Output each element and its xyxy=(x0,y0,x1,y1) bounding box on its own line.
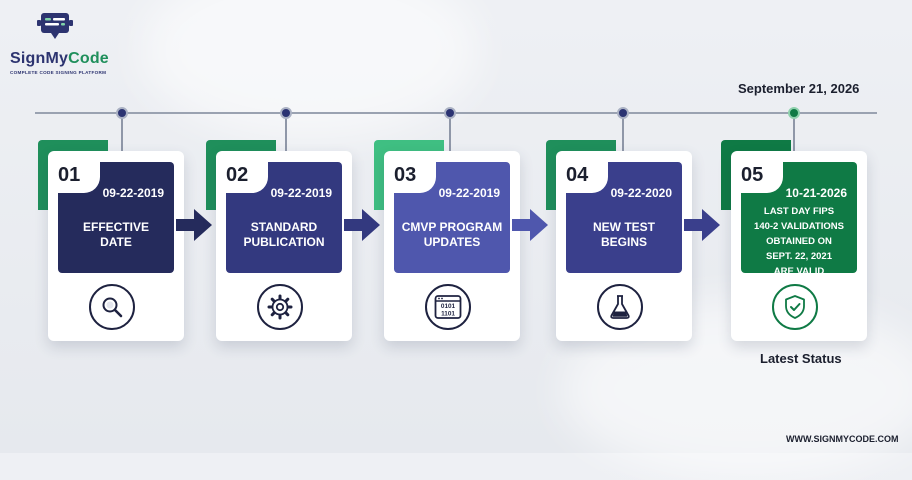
brand-name: SignMyCode xyxy=(10,50,109,67)
card-body: 03 09-22-2019 CMVP PROGRAM UPDATES 0101 … xyxy=(384,151,520,341)
timeline-marker xyxy=(116,107,128,119)
timeline-marker xyxy=(617,107,629,119)
step-title-line: NEW TEST xyxy=(593,220,655,234)
step-panel: 02 09-22-2019 STANDARD PUBLICATION xyxy=(224,161,342,273)
timeline-marker-current xyxy=(788,107,800,119)
step-date: 09-22-2019 xyxy=(102,186,164,200)
binary-text: 1101 xyxy=(441,311,455,318)
flask-icon xyxy=(597,284,643,330)
timeline-end-date: September 21, 2026 xyxy=(738,81,860,96)
timeline-connector xyxy=(449,113,451,153)
timeline-marker xyxy=(280,107,292,119)
website-link[interactable]: WWW.SIGNMYCODE.COM xyxy=(786,434,899,444)
step-title-line: LAST DAY FIPS xyxy=(763,206,835,217)
arrow-right-icon xyxy=(176,209,212,241)
binary-code-icon: 0101 1101 xyxy=(425,284,471,330)
card-body: 02 09-22-2019 STANDARD PUBLICATION xyxy=(216,151,352,341)
step-card-5[interactable]: 05 10-21-2026 LAST DAY FIPS 140-2 VALIDA… xyxy=(721,140,881,345)
step-date: 10-21-2026 xyxy=(785,186,847,200)
binary-text: 0101 xyxy=(441,303,456,310)
background-glow xyxy=(140,0,480,140)
arrow-right-icon xyxy=(512,209,548,241)
card-body: 04 09-22-2020 NEW TEST BEGINS xyxy=(556,151,692,341)
step-card-1[interactable]: 01 09-22-2019 EFFECTIVE DATE xyxy=(38,140,198,345)
step-number-tab: 03 xyxy=(392,161,436,193)
code-signature-logo-icon xyxy=(37,13,73,39)
step-number-tab: 04 xyxy=(564,161,608,193)
step-panel: 04 09-22-2020 NEW TEST BEGINS xyxy=(564,161,682,273)
step-panel: 03 09-22-2019 CMVP PROGRAM UPDATES xyxy=(392,161,510,273)
timeline-connector xyxy=(622,113,624,153)
brand-tagline: COMPLETE CODE SIGNING PLATFORM xyxy=(10,70,107,75)
step-title-line: BEGINS xyxy=(600,235,647,249)
step-number-tab: 02 xyxy=(224,161,268,193)
step-title-line: EFFECTIVE xyxy=(82,220,149,234)
latest-status-label: Latest Status xyxy=(760,351,842,366)
step-number: 02 xyxy=(226,164,249,186)
arrow-right-icon xyxy=(684,209,720,241)
step-card-4[interactable]: 04 09-22-2020 NEW TEST BEGINS xyxy=(546,140,706,345)
step-number: 05 xyxy=(741,164,764,186)
step-title: CMVP PROGRAM UPDATES xyxy=(394,220,510,250)
step-title: STANDARD PUBLICATION xyxy=(226,220,342,250)
magnifier-icon xyxy=(89,284,135,330)
step-title-line: DATE xyxy=(100,235,132,249)
step-number: 03 xyxy=(394,164,417,186)
step-number: 04 xyxy=(566,164,589,186)
step-title: EFFECTIVE DATE xyxy=(58,220,174,250)
step-card-3[interactable]: 03 09-22-2019 CMVP PROGRAM UPDATES 0101 … xyxy=(374,140,534,345)
timeline-connector xyxy=(285,113,287,153)
timeline-connector xyxy=(121,113,123,153)
card-body: 05 10-21-2026 LAST DAY FIPS 140-2 VALIDA… xyxy=(731,151,867,341)
step-title-line: OBTAINED ON xyxy=(766,236,832,247)
step-date: 09-22-2019 xyxy=(270,186,332,200)
step-panel: 01 09-22-2019 EFFECTIVE DATE xyxy=(56,161,174,273)
step-title-line: SEPT. 22, 2021 xyxy=(765,251,833,262)
gear-icon xyxy=(257,284,303,330)
step-card-2[interactable]: 02 09-22-2019 STANDARD PUBLICATION xyxy=(206,140,366,345)
step-panel: 05 10-21-2026 LAST DAY FIPS 140-2 VALIDA… xyxy=(739,161,857,277)
step-title: NEW TEST BEGINS xyxy=(566,220,682,250)
step-number-tab: 01 xyxy=(56,161,100,193)
step-date: 09-22-2019 xyxy=(438,186,500,200)
step-number: 01 xyxy=(58,164,81,186)
step-number-tab: 05 xyxy=(739,161,783,193)
step-title-line: 140-2 VALIDATIONS xyxy=(754,221,844,232)
timeline-connector xyxy=(793,113,795,153)
step-date: 09-22-2020 xyxy=(610,186,672,200)
card-body: 01 09-22-2019 EFFECTIVE DATE xyxy=(48,151,184,341)
timeline-line xyxy=(35,112,877,114)
arrow-right-icon xyxy=(344,209,380,241)
step-title-line: ARE VALID xyxy=(773,266,825,277)
shield-check-icon xyxy=(772,284,818,330)
step-title-line: STANDARD xyxy=(250,220,318,234)
step-title-line: PUBLICATION xyxy=(243,235,325,249)
step-title-line: UPDATES xyxy=(423,235,481,249)
step-title: LAST DAY FIPS 140-2 VALIDATIONS OBTAINED… xyxy=(741,204,857,279)
step-title-line: CMVP PROGRAM xyxy=(401,220,503,234)
timeline-marker xyxy=(444,107,456,119)
